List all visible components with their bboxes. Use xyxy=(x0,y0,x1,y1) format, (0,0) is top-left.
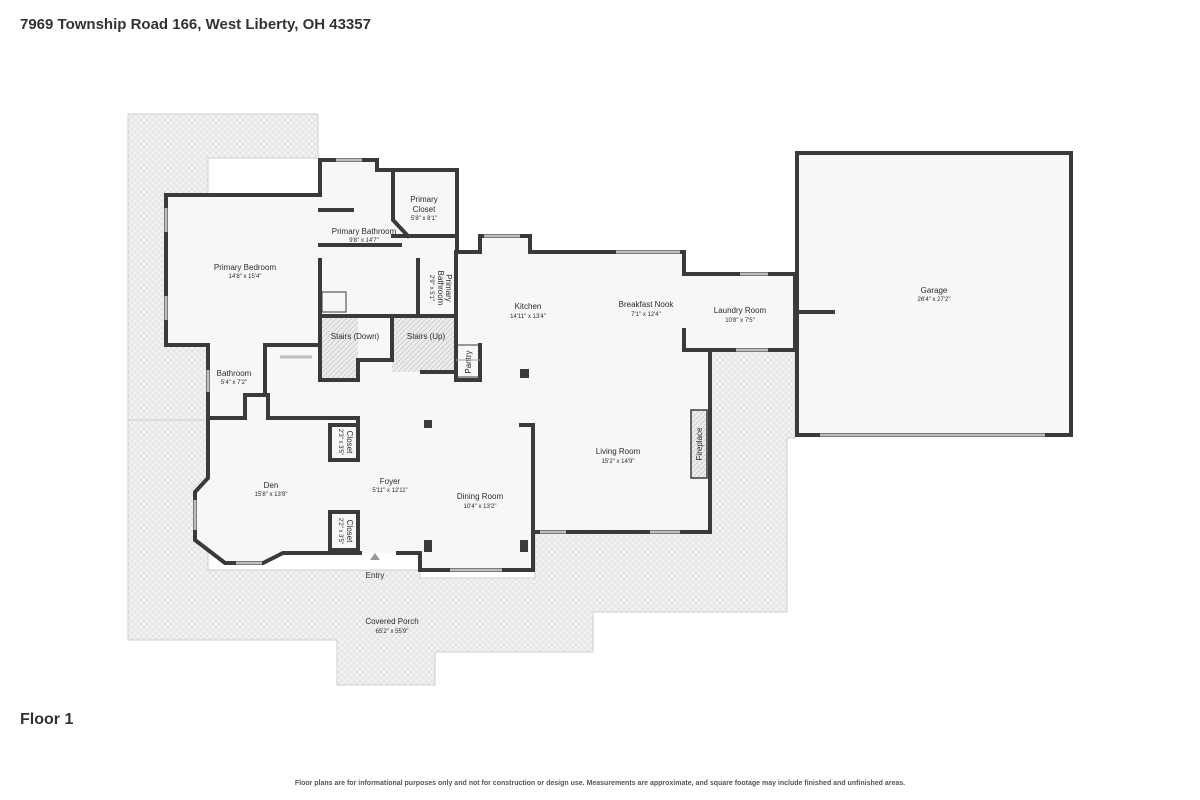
foyer-name: Foyer xyxy=(380,477,401,486)
floor-label: Floor 1 xyxy=(20,711,74,728)
primary-bathroom-dims: 9'8" x 14'7" xyxy=(349,238,379,244)
fireplace-hearth xyxy=(691,410,707,478)
dining-room-name: Dining Room xyxy=(457,492,504,501)
kitchen-dims: 14'11" x 13'4" xyxy=(510,314,546,320)
closet-lower-dims: 2'2" x 3'5" xyxy=(337,518,343,544)
stairs-down-area xyxy=(321,316,358,378)
covered-porch-name: Covered Porch xyxy=(365,617,418,626)
dining-room-dims: 10'4" x 13'2" xyxy=(464,504,497,510)
breakfast-nook-name: Breakfast Nook xyxy=(619,300,675,309)
fireplace-name: Fireplace xyxy=(695,427,704,460)
stairs-up-area xyxy=(392,316,456,372)
page-title: 7969 Township Road 166, West Liberty, OH… xyxy=(20,16,371,33)
primary-bedroom-name: Primary Bedroom xyxy=(214,263,277,272)
stairs-down-name: Stairs (Down) xyxy=(331,332,380,341)
living-room-name: Living Room xyxy=(596,447,641,456)
laundry-room-name: Laundry Room xyxy=(714,306,767,315)
disclaimer-text: Floor plans are for informational purpos… xyxy=(294,780,906,787)
entry-name: Entry xyxy=(366,571,385,580)
garage-name: Garage xyxy=(921,286,948,295)
windows xyxy=(164,158,1045,572)
bathroom-dims: 5'4" x 7'2" xyxy=(221,380,247,386)
breakfast-nook-dims: 7'1" x 12'4" xyxy=(631,312,661,318)
primary-bathroom-small-name-2: Bathroom xyxy=(436,271,445,306)
garage-area xyxy=(797,153,1071,435)
living-room-dims: 15'2" x 14'9" xyxy=(602,459,635,465)
primary-closet-name-1: Primary xyxy=(410,195,438,204)
bathroom-name: Bathroom xyxy=(217,369,252,378)
stairs-up-name: Stairs (Up) xyxy=(407,332,446,341)
covered-porch-area xyxy=(127,113,796,686)
garage-dims: 26'4" x 27'2" xyxy=(918,297,951,303)
closet-upper-name: Closet xyxy=(345,431,354,454)
covered-porch-dims: 65'2" x 55'9" xyxy=(376,629,409,635)
foyer-dims: 5'11" x 12'11" xyxy=(372,488,407,494)
closet-lower-name: Closet xyxy=(345,520,354,543)
primary-bathroom-name: Primary Bathroom xyxy=(332,227,397,236)
primary-closet-dims: 5'8" x 8'1" xyxy=(411,216,437,222)
pantry-name: Pantry xyxy=(464,350,473,373)
den-name: Den xyxy=(264,481,279,490)
primary-bedroom-dims: 14'8" x 15'4" xyxy=(229,274,262,280)
primary-closet-name-2: Closet xyxy=(413,205,436,214)
closet-upper-dims: 2'3" x 3'5" xyxy=(337,429,343,455)
laundry-room-dims: 10'8" x 7'5" xyxy=(725,318,755,324)
primary-bathroom-small-dims: 2'9" x 5'1" xyxy=(428,275,434,301)
den-dims: 15'8" x 13'8" xyxy=(255,492,288,498)
primary-bathroom-small-name-1: Primary xyxy=(444,274,453,302)
entry-arrow-icon xyxy=(370,553,380,560)
kitchen-name: Kitchen xyxy=(515,302,542,311)
